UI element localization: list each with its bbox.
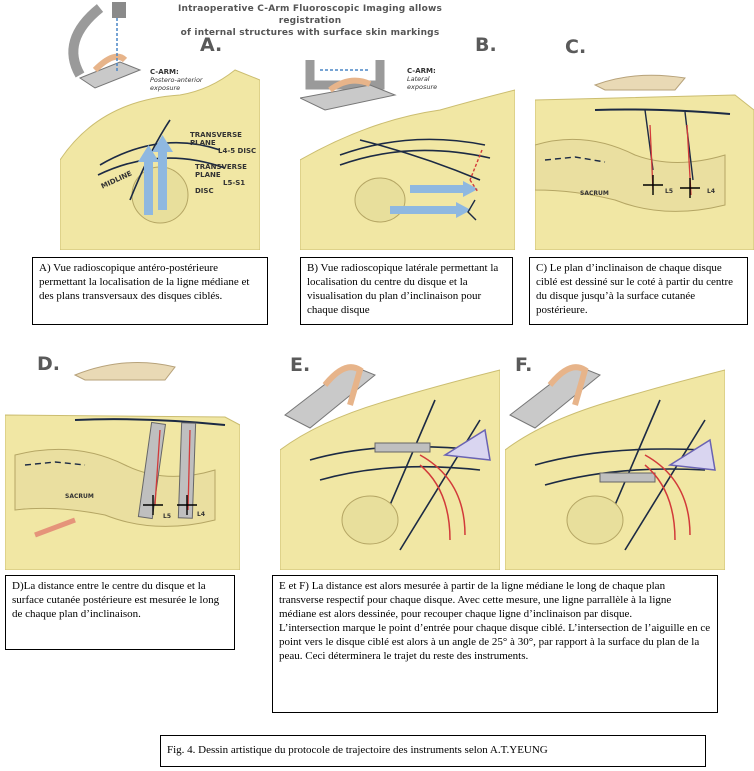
caption-a: A) Vue radioscopique antéro-postérieure … [32,257,268,325]
caption-a-text: A) Vue radioscopique antéro-postérieure … [39,262,250,302]
panel-c-letter: C. [565,36,587,58]
panel-d-letter: D. [37,353,60,375]
panel-b-carm-sub: Lateral exposure [407,75,438,91]
figure-header: Intraoperative C-Arm Fluoroscopic Imagin… [150,3,470,39]
panel-b-carm-label: C-ARM: Lateral exposure [407,67,447,91]
panel-c: C. SACRUM L5 L4 [535,30,754,250]
caption-d: D)La distance entre le centre du disque … [5,575,235,650]
panel-d-l5: L5 [163,513,171,520]
panel-a-plane2-sub: L5-S1 DISC [195,179,246,195]
panel-b-illustration [300,60,515,250]
panel-a-plane1-title: TRANSVERSE PLANE [190,131,242,147]
panel-a-carm-sub: Postero-anterior exposure [150,76,203,92]
caption-c-text: C) Le plan d’inclinaison de chaque disqu… [536,262,734,316]
panel-e: E. [280,340,500,570]
panel-e-letter: E. [290,354,311,376]
panel-e-illustration [280,364,500,570]
caption-ef-text-1: E et F) La distance est alors mesurée à … [279,580,672,620]
caption-d-text: D)La distance entre le centre du disque … [12,580,220,620]
caption-ef: E et F) La distance est alors mesurée à … [272,575,718,713]
figure-caption: Fig. 4. Dessin artistique du protocole d… [160,735,706,767]
panel-a: A. C-ARM: Postero-anterior exposure TRAN… [60,0,260,250]
panel-b-letter: B. [475,34,497,56]
panel-f: F. [505,340,725,570]
panel-a-carm-label: C-ARM: Postero-anterior exposure [150,68,210,92]
panel-d-sacrum: SACRUM [65,493,94,500]
panel-b: B. C-ARM: Lateral exposure [300,34,515,250]
header-line-2: of internal structures with surface skin… [180,28,440,38]
panel-c-l5: L5 [665,188,673,195]
panel-a-illustration [60,2,260,250]
caption-ef-text-2: L’intersection marque le point d’entrée … [279,622,711,662]
header-line-1: Intraoperative C-Arm Fluoroscopic Imagin… [177,4,443,26]
panel-a-plane2: TRANSVERSE PLANE L5-S1 DISC [195,163,260,195]
panel-d-l4: L4 [197,511,205,518]
panel-b-carm-title: C-ARM: [407,67,436,75]
panel-a-carm-title: C-ARM: [150,68,179,76]
panel-c-illustration [535,74,754,250]
panel-a-letter: A. [200,34,223,56]
panel-a-plane1: TRANSVERSE PLANE L4-5 DISC [190,131,260,155]
panel-d-illustration [5,362,240,570]
caption-c: C) Le plan d’inclinaison de chaque disqu… [529,257,748,325]
panel-a-plane2-title: TRANSVERSE PLANE [195,163,247,179]
panel-d: D. SACRUM L5 L4 [5,345,240,570]
panel-a-plane1-sub: L4-5 DISC [218,147,257,155]
figure-caption-text: Fig. 4. Dessin artistique du protocole d… [167,744,548,756]
caption-b-text: B) Vue radioscopique latérale permettant… [307,262,499,316]
panel-f-letter: F. [515,354,533,376]
caption-b: B) Vue radioscopique latérale permettant… [300,257,513,325]
panel-f-illustration [505,364,725,570]
panel-c-l4: L4 [707,188,715,195]
panel-c-sacrum: SACRUM [580,190,609,197]
